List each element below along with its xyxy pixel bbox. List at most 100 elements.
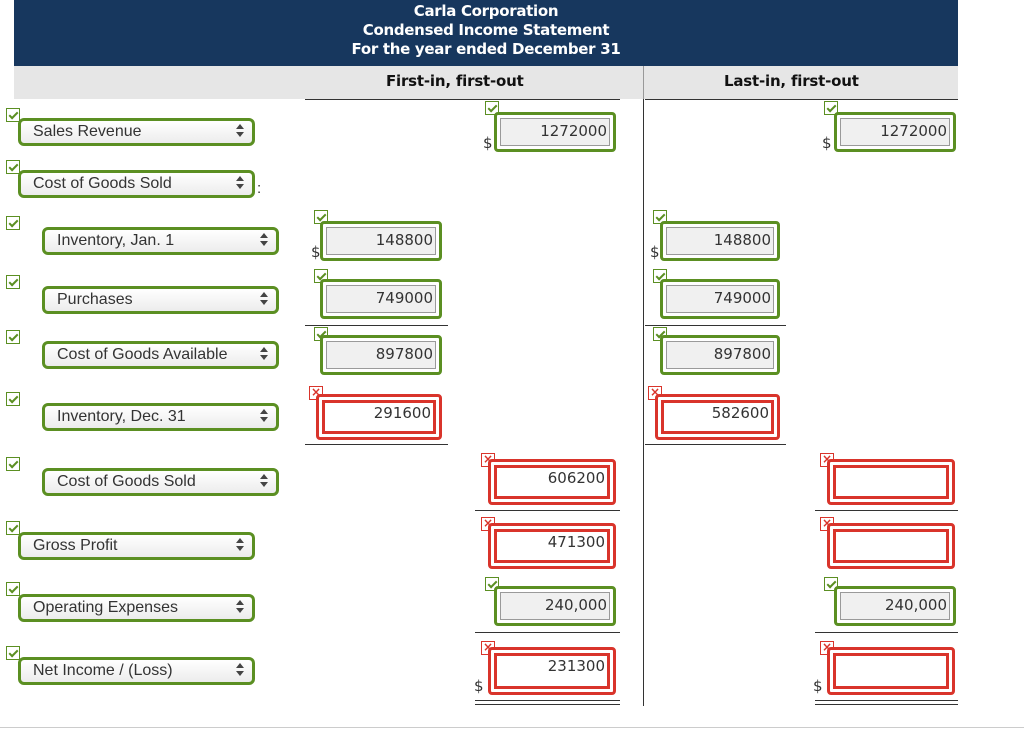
- dollar-sign: $: [474, 677, 484, 695]
- dollar-sign: $: [483, 134, 493, 152]
- inventory-dec31-select[interactable]: Inventory, Dec. 31: [42, 403, 279, 431]
- chevron-updown-icon: [236, 176, 244, 190]
- subtotal-rule: [645, 325, 786, 326]
- statement-header: Carla Corporation Condensed Income State…: [14, 0, 958, 66]
- chevron-updown-icon: [260, 474, 268, 488]
- field-value: [833, 465, 949, 499]
- column-separator: [643, 99, 644, 706]
- dollar-sign: $: [311, 243, 321, 261]
- field-value: [833, 653, 949, 689]
- operating-expenses-select[interactable]: Operating Expenses: [18, 594, 255, 622]
- dollar-sign: $: [822, 134, 832, 152]
- subtotal-rule: [645, 444, 786, 445]
- field-value: 148800: [666, 227, 774, 255]
- total-double-rule: [475, 704, 620, 705]
- field-value: 291600: [322, 400, 436, 434]
- inventory-jan1-select[interactable]: Inventory, Jan. 1: [42, 227, 279, 255]
- field-value: 897800: [326, 341, 436, 369]
- net-income-fifo-input[interactable]: 231300: [488, 647, 616, 695]
- field-value: 749000: [326, 285, 436, 313]
- column-divider: [643, 66, 644, 99]
- select-label: Purchases: [57, 291, 133, 308]
- sales-revenue-select[interactable]: Sales Revenue: [18, 118, 255, 146]
- lifo-column-header: Last-in, first-out: [724, 72, 859, 90]
- net-income-lifo-input[interactable]: [827, 647, 955, 695]
- field-value: 231300: [494, 653, 610, 689]
- field-value: 749000: [666, 285, 774, 313]
- check-icon: [6, 275, 20, 289]
- cost-available-fifo-input[interactable]: 897800: [320, 335, 442, 375]
- field-value: 471300: [494, 529, 610, 563]
- gross-profit-select[interactable]: Gross Profit: [18, 532, 255, 560]
- net-income-select[interactable]: Net Income / (Loss): [18, 657, 255, 685]
- purchases-fifo-input[interactable]: 749000: [320, 279, 442, 319]
- check-icon: [824, 101, 838, 115]
- total-double-rule: [815, 704, 958, 705]
- colon: :: [257, 180, 262, 197]
- rule: [305, 99, 620, 100]
- check-icon: [6, 457, 20, 471]
- check-icon: [6, 108, 20, 122]
- operating-expenses-fifo-input[interactable]: 240,000: [494, 586, 616, 626]
- subtotal-rule: [305, 444, 448, 445]
- chevron-updown-icon: [260, 347, 268, 361]
- gross-profit-lifo-input[interactable]: [827, 523, 955, 569]
- inventory-dec31-fifo-input[interactable]: 291600: [316, 394, 442, 440]
- cost-available-lifo-input[interactable]: 897800: [660, 335, 780, 375]
- check-icon: [6, 392, 20, 406]
- field-value: 240,000: [500, 592, 610, 620]
- fifo-column-header: First-in, first-out: [386, 72, 524, 90]
- cogs-fifo-input[interactable]: 606200: [488, 459, 616, 505]
- select-label: Gross Profit: [33, 537, 118, 554]
- gross-profit-fifo-input[interactable]: 471300: [488, 523, 616, 569]
- dollar-sign: $: [813, 677, 823, 695]
- check-icon: [6, 330, 20, 344]
- sales-revenue-fifo-input[interactable]: 1272000: [494, 112, 616, 152]
- chevron-updown-icon: [236, 124, 244, 138]
- chevron-updown-icon: [260, 292, 268, 306]
- field-value: 240,000: [840, 592, 950, 620]
- inventory-jan1-lifo-input[interactable]: 148800: [660, 221, 780, 261]
- field-value: 582600: [661, 400, 774, 434]
- field-value: [833, 529, 949, 563]
- check-icon: [6, 646, 20, 660]
- page-bottom-rule: [0, 727, 1024, 728]
- select-label: Inventory, Dec. 31: [57, 408, 186, 425]
- field-value: 1272000: [500, 118, 610, 146]
- select-label: Net Income / (Loss): [33, 662, 173, 679]
- inventory-jan1-fifo-input[interactable]: 148800: [320, 221, 442, 261]
- select-label: Sales Revenue: [33, 123, 142, 140]
- chevron-updown-icon: [236, 538, 244, 552]
- select-label: Cost of Goods Available: [57, 346, 228, 363]
- field-value: 897800: [666, 341, 774, 369]
- check-icon: [485, 101, 499, 115]
- chevron-updown-icon: [236, 600, 244, 614]
- purchases-lifo-input[interactable]: 749000: [660, 279, 780, 319]
- inventory-dec31-lifo-input[interactable]: 582600: [655, 394, 780, 440]
- cogs-total-select[interactable]: Cost of Goods Sold: [42, 468, 279, 496]
- select-label: Inventory, Jan. 1: [57, 232, 175, 249]
- cost-goods-available-select[interactable]: Cost of Goods Available: [42, 341, 279, 369]
- company-name: Carla Corporation: [413, 2, 559, 20]
- subtotal-rule: [305, 325, 448, 326]
- subtotal-rule: [475, 510, 620, 511]
- select-label: Cost of Goods Sold: [33, 175, 172, 192]
- sales-revenue-lifo-input[interactable]: 1272000: [834, 112, 956, 152]
- chevron-updown-icon: [260, 233, 268, 247]
- column-headers: First-in, first-out Last-in, first-out: [14, 66, 958, 99]
- statement-title: Condensed Income Statement: [362, 21, 610, 39]
- total-double-rule: [475, 700, 620, 701]
- purchases-select[interactable]: Purchases: [42, 286, 279, 314]
- cogs-lifo-input[interactable]: [827, 459, 955, 505]
- field-value: 1272000: [840, 118, 950, 146]
- total-double-rule: [815, 700, 958, 701]
- subtotal-rule: [815, 632, 958, 633]
- operating-expenses-lifo-input[interactable]: 240,000: [834, 586, 956, 626]
- check-icon: [6, 216, 20, 230]
- field-value: 606200: [494, 465, 610, 499]
- check-icon: [6, 160, 20, 174]
- cogs-heading-select[interactable]: Cost of Goods Sold: [18, 170, 255, 198]
- statement-period: For the year ended December 31: [351, 40, 621, 58]
- field-value: 148800: [326, 227, 436, 255]
- check-icon: [6, 521, 20, 535]
